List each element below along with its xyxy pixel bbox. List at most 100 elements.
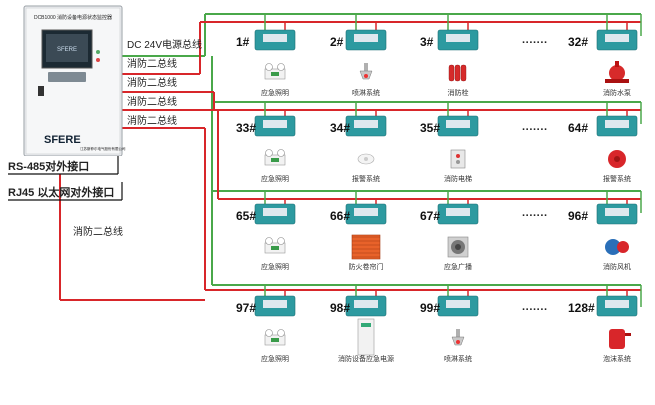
fire-bus-label-2: 消防二总线 bbox=[127, 76, 177, 89]
device-label: 喷淋系统 bbox=[352, 88, 380, 97]
rj45-interface-label: RJ45 以太网对外接口 bbox=[8, 185, 114, 199]
monitor-module: 33# 应急照明 bbox=[236, 115, 296, 183]
module-number: 35# bbox=[420, 121, 440, 135]
device-label: 报警系统 bbox=[352, 174, 380, 183]
device-label: 消防设备应急电源 bbox=[338, 354, 394, 363]
fire-bus-label-1: 消防二总线 bbox=[127, 57, 177, 70]
emergency-light-icon bbox=[264, 63, 286, 80]
monitor-module: 64# 报警系统 bbox=[568, 115, 638, 183]
device-label: 应急广播 bbox=[444, 262, 472, 271]
sprinkler-icon bbox=[359, 63, 373, 80]
device-label: 消防风机 bbox=[603, 262, 631, 271]
module-display bbox=[605, 120, 629, 128]
rolling-shutter-icon bbox=[351, 234, 381, 260]
module-number: 33# bbox=[236, 121, 256, 135]
module-number: 67# bbox=[420, 209, 440, 223]
module-number: 1# bbox=[236, 35, 250, 49]
emergency-light-icon bbox=[264, 329, 286, 346]
ellipsis-row-2: ······· bbox=[522, 124, 548, 136]
fire-bus-label-4: 消防二总线 bbox=[127, 114, 177, 127]
power-cabinet-icon bbox=[357, 318, 375, 356]
module-display bbox=[605, 208, 629, 216]
module-number: 2# bbox=[330, 35, 344, 49]
fan-icon bbox=[605, 239, 629, 255]
device-label: 防火卷帘门 bbox=[349, 262, 384, 271]
monitor-module: 65# 应急照明 bbox=[236, 203, 296, 271]
sprinkler-icon bbox=[451, 329, 465, 346]
left-bus-label: 消防二总线 bbox=[73, 225, 123, 238]
ellipsis-row-1: ······· bbox=[522, 37, 548, 49]
device-label: 应急照明 bbox=[261, 174, 289, 183]
monitor-module: 35# 消防电梯 bbox=[420, 115, 479, 183]
emergency-light-icon bbox=[264, 149, 286, 166]
module-number: 97# bbox=[236, 301, 256, 315]
monitor-module: 3# 消防栓 bbox=[420, 29, 479, 97]
module-display bbox=[446, 34, 470, 42]
speaker-icon bbox=[447, 236, 469, 258]
device-label: 报警系统 bbox=[603, 174, 631, 183]
ellipsis-row-4: ······· bbox=[522, 304, 548, 316]
module-display bbox=[263, 208, 287, 216]
bus-wiring bbox=[59, 13, 642, 307]
device-label: 应急照明 bbox=[261, 88, 289, 97]
device-label: 应急照明 bbox=[261, 262, 289, 271]
rs485-interface-label: RS-485对外接口 bbox=[8, 159, 89, 173]
module-number: 96# bbox=[568, 209, 588, 223]
device-label: 消防水泵 bbox=[603, 88, 631, 97]
foam-tank-icon bbox=[609, 329, 631, 349]
monitor-module: 99# 喷淋系统 bbox=[420, 295, 479, 363]
module-number: 98# bbox=[330, 301, 350, 315]
fire-bus-label-3: 消防二总线 bbox=[127, 95, 177, 108]
module-display bbox=[263, 300, 287, 308]
module-display bbox=[446, 300, 470, 308]
module-display bbox=[263, 120, 287, 128]
module-number: 3# bbox=[420, 35, 434, 49]
monitor-module: 32# 消防水泵 bbox=[568, 29, 638, 97]
screen-text: SFERE bbox=[57, 47, 77, 53]
dc24v-bus-label: DC 24V电源总线 bbox=[127, 38, 202, 51]
monitor-module: 1# 应急照明 bbox=[236, 29, 296, 97]
device-label: 泡沫系统 bbox=[603, 354, 631, 363]
module-display bbox=[354, 120, 378, 128]
monitor-module: 34# 报警系统 bbox=[330, 115, 387, 183]
device-label: 消防栓 bbox=[448, 88, 469, 97]
module-display bbox=[605, 300, 629, 308]
module-display bbox=[446, 208, 470, 216]
emergency-light-icon bbox=[264, 237, 286, 254]
monitor-module: 2# 喷淋系统 bbox=[330, 29, 387, 97]
cabinet-company: 江苏斯菲尔电气股份有限公司 bbox=[80, 146, 126, 151]
monitor-module: 128# 泡沫系统 bbox=[568, 295, 638, 363]
module-number: 66# bbox=[330, 209, 350, 223]
module-number: 34# bbox=[330, 121, 350, 135]
monitor-module: 97# 应急照明 bbox=[236, 295, 296, 363]
ellipsis-row-3: ······· bbox=[522, 210, 548, 222]
elevator-panel-icon bbox=[450, 149, 466, 169]
module-number: 99# bbox=[420, 301, 440, 315]
module-number: 64# bbox=[568, 121, 588, 135]
fire-extinguisher-icon bbox=[448, 64, 467, 82]
smoke-detector-icon bbox=[357, 153, 375, 165]
monitor-cabinet: DCB1000 消防设备电源状态监控器 SFERE SFERE 江苏斯菲尔电气股… bbox=[23, 5, 126, 157]
device-label: 消防电梯 bbox=[444, 174, 472, 183]
module-display bbox=[605, 34, 629, 42]
device-label: 应急照明 bbox=[261, 354, 289, 363]
module-display bbox=[354, 300, 378, 308]
module-display bbox=[446, 120, 470, 128]
module-number: 32# bbox=[568, 35, 588, 49]
module-number: 128# bbox=[568, 301, 595, 315]
alarm-bell-icon bbox=[608, 150, 626, 168]
monitor-module: 66# 防火卷帘门 bbox=[330, 203, 387, 271]
cabinet-keypad bbox=[48, 50, 100, 82]
fire-pump-icon bbox=[605, 61, 629, 83]
device-label: 喷淋系统 bbox=[444, 354, 472, 363]
cabinet-title: DCB1000 消防设备电源状态监控器 bbox=[34, 14, 112, 21]
cabinet-key-lock bbox=[38, 86, 44, 96]
module-display bbox=[263, 34, 287, 42]
module-display bbox=[354, 208, 378, 216]
monitor-module: 96# 消防风机 bbox=[568, 203, 638, 271]
module-display bbox=[354, 34, 378, 42]
cabinet-brand: SFERE bbox=[44, 134, 81, 146]
monitor-module: 98# 消防设备应急电源 bbox=[330, 295, 394, 363]
module-number: 65# bbox=[236, 209, 256, 223]
monitor-module: 67# 应急广播 bbox=[420, 203, 479, 271]
